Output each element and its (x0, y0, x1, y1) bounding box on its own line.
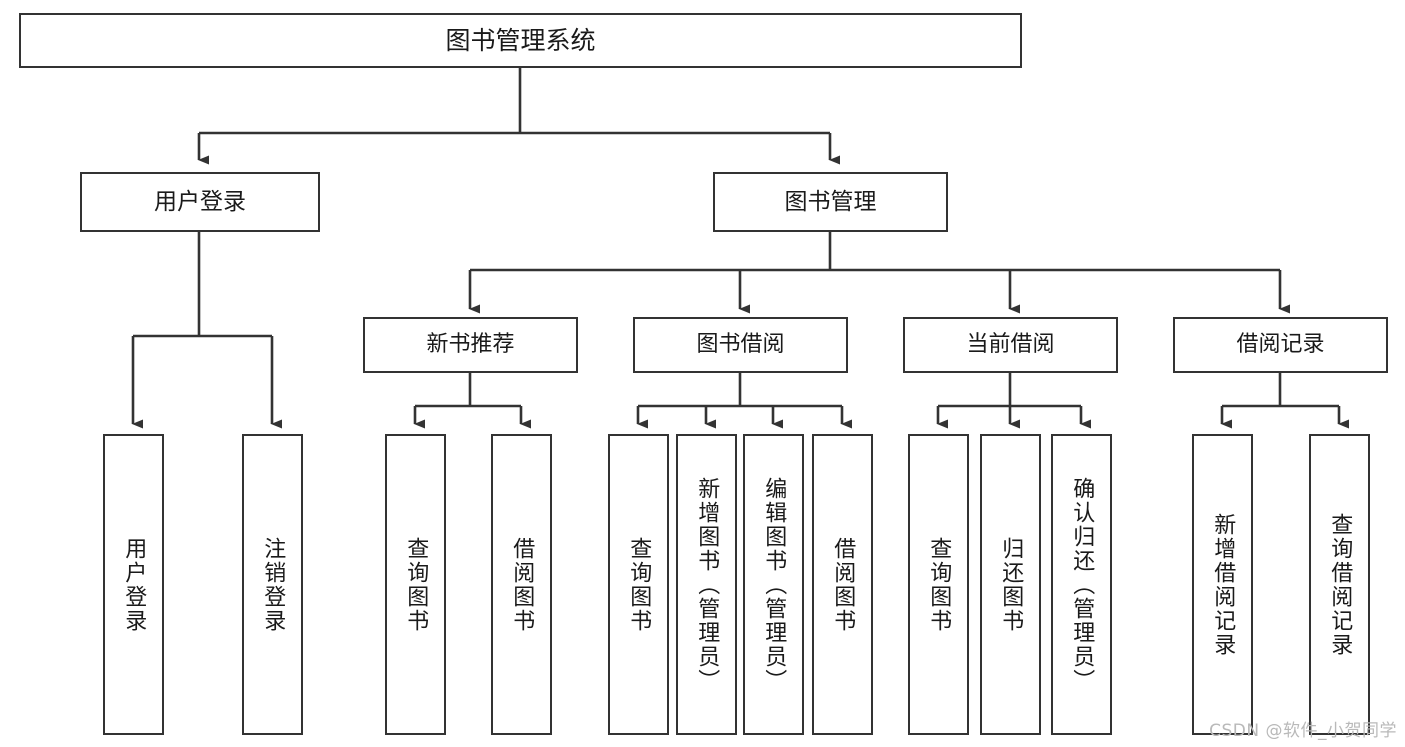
node-leaf-add-borrow-record[interactable]: 新增借阅记录 (1192, 434, 1253, 735)
node-leaf-logout[interactable]: 注销登录 (242, 434, 303, 735)
node-book-management-label: 图书管理 (784, 188, 877, 215)
node-user-login[interactable]: 用户登录 (80, 172, 320, 232)
node-book-borrow[interactable]: 图书借阅 (633, 317, 848, 373)
node-borrow-record-label: 借阅记录 (1236, 332, 1325, 358)
node-leaf-edit-book-admin[interactable]: 编辑图书（管理员） (743, 434, 804, 735)
node-user-login-label: 用户登录 (154, 188, 246, 215)
node-leaf-borrow-books[interactable]: 借阅图书 (812, 434, 873, 735)
node-leaf-query-borrow-record-label: 查询借阅记录 (1327, 512, 1353, 657)
node-leaf-logout-label: 注销登录 (260, 536, 286, 633)
node-leaf-query-books-current[interactable]: 查询图书 (908, 434, 969, 735)
node-leaf-confirm-return-admin[interactable]: 确认归还（管理员） (1051, 434, 1112, 735)
node-leaf-borrow-books-recommend[interactable]: 借阅图书 (491, 434, 552, 735)
node-book-management[interactable]: 图书管理 (713, 172, 948, 232)
node-current-borrow[interactable]: 当前借阅 (903, 317, 1118, 373)
node-leaf-return-books-label: 归还图书 (998, 536, 1024, 633)
node-current-borrow-label: 当前借阅 (966, 332, 1055, 358)
node-leaf-borrow-books-recommend-label: 借阅图书 (509, 536, 535, 633)
node-leaf-query-books-current-label: 查询图书 (926, 536, 952, 633)
node-leaf-confirm-return-admin-label: 确认归还（管理员） (1069, 476, 1095, 693)
node-new-book-recommend[interactable]: 新书推荐 (363, 317, 578, 373)
node-leaf-edit-book-admin-label: 编辑图书（管理员） (761, 476, 787, 693)
node-leaf-query-books-borrow-label: 查询图书 (626, 536, 652, 633)
node-leaf-query-books-recommend-label: 查询图书 (403, 536, 429, 633)
watermark-text: CSDN @软件_小贺同学 (1209, 721, 1397, 741)
node-leaf-query-borrow-record[interactable]: 查询借阅记录 (1309, 434, 1370, 735)
node-leaf-query-books-borrow[interactable]: 查询图书 (608, 434, 669, 735)
node-root-system[interactable]: 图书管理系统 (19, 13, 1022, 68)
node-leaf-query-books-recommend[interactable]: 查询图书 (385, 434, 446, 735)
node-new-book-recommend-label: 新书推荐 (426, 332, 515, 358)
node-leaf-add-book-admin[interactable]: 新增图书（管理员） (676, 434, 737, 735)
node-leaf-add-book-admin-label: 新增图书（管理员） (694, 476, 720, 693)
node-leaf-add-borrow-record-label: 新增借阅记录 (1210, 512, 1236, 657)
node-leaf-user-login[interactable]: 用户登录 (103, 434, 164, 735)
node-leaf-return-books[interactable]: 归还图书 (980, 434, 1041, 735)
node-root-system-label: 图书管理系统 (445, 25, 596, 55)
node-leaf-user-login-label: 用户登录 (121, 536, 147, 633)
node-book-borrow-label: 图书借阅 (696, 332, 785, 358)
node-leaf-borrow-books-label: 借阅图书 (830, 536, 856, 633)
node-borrow-record[interactable]: 借阅记录 (1173, 317, 1388, 373)
